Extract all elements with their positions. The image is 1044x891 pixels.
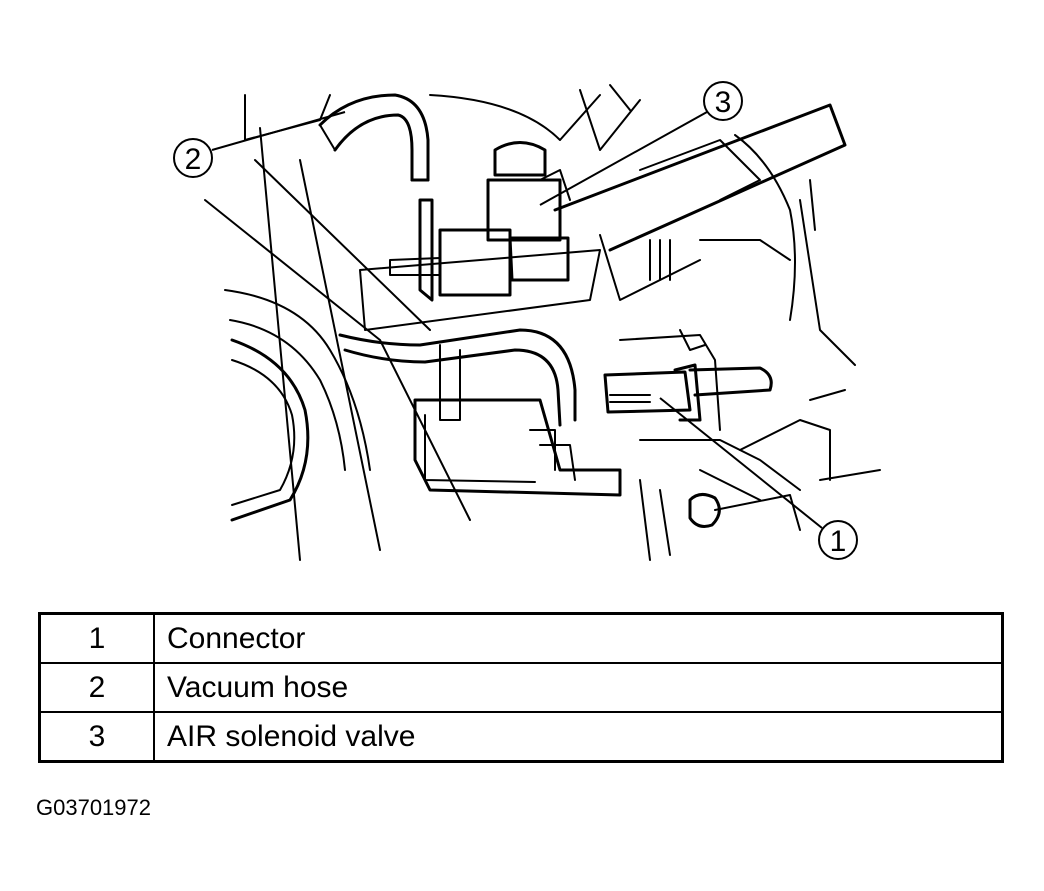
callout-2: 2: [173, 138, 213, 178]
legend-number: 3: [38, 711, 155, 763]
legend-row: 3 AIR solenoid valve: [38, 711, 1004, 763]
legend-label: Vacuum hose: [153, 662, 1004, 713]
legend-label: AIR solenoid valve: [153, 711, 1004, 763]
callout-2-label: 2: [185, 143, 202, 176]
callout-1: 1: [818, 520, 858, 560]
callout-3: 3: [703, 81, 743, 121]
legend-row: 2 Vacuum hose: [38, 662, 1004, 713]
callout-1-label: 1: [830, 525, 847, 558]
callout-3-label: 3: [715, 86, 732, 119]
legend-number: 1: [38, 612, 155, 664]
figure-id: G03701972: [36, 795, 151, 820]
legend-row: 1 Connector: [38, 612, 1004, 664]
legend-table: 1 Connector 2 Vacuum hose 3 AIR solenoid…: [38, 612, 1004, 763]
legend-number: 2: [38, 662, 155, 713]
legend-label: Connector: [153, 612, 1004, 664]
engine-diagram: 2 3 1: [173, 81, 881, 561]
